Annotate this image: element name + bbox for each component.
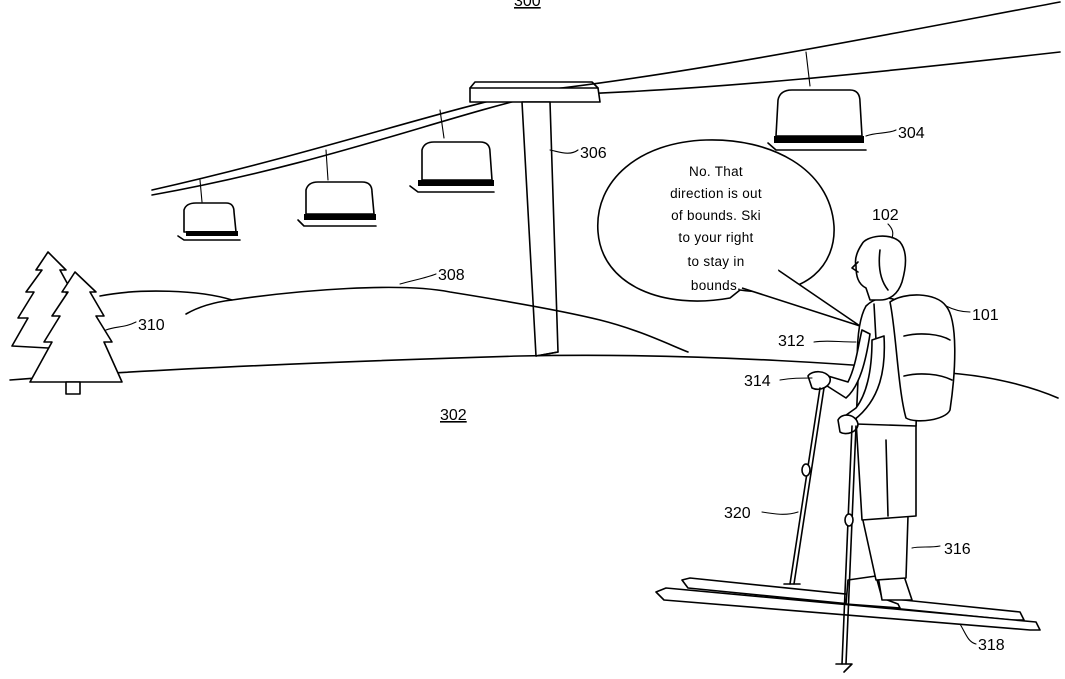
hill-308 [99,286,689,353]
trees [11,251,123,395]
bubble-line-4: to your right [678,230,753,245]
ski-poles [783,387,857,673]
label-101: 101 [972,307,999,324]
label-308: 308 [438,267,465,284]
lift-tower [469,81,601,357]
label-304: 304 [898,125,925,142]
chair-3 [409,109,495,193]
leader-lines [105,129,977,645]
bubble-line-6: bounds. [691,278,741,293]
label-320: 320 [724,505,751,522]
label-318: 318 [978,637,1005,654]
chair-1 [177,179,241,241]
hill-308-fold [185,299,233,315]
label-312: 312 [778,333,805,350]
label-316: 316 [944,541,971,558]
label-102: 102 [872,207,899,224]
label-314: 314 [744,373,771,390]
bubble-line-5: to stay in [687,254,744,269]
lift-cable-lower [151,51,1061,196]
skier [807,235,956,609]
bubble-line-3: of bounds. Ski [671,208,761,223]
chair-304 [767,51,867,151]
label-302: 302 [440,407,467,424]
label-310: 310 [138,317,165,334]
horizon-line [9,354,1059,399]
speech-bubble: No. That direction is out of bounds. Ski… [597,139,861,327]
bubble-line-1: No. That [689,164,743,179]
chair-2 [297,149,377,227]
figure-number: 300 [514,0,541,10]
label-306: 306 [580,145,607,162]
bubble-line-2: direction is out [670,186,762,201]
